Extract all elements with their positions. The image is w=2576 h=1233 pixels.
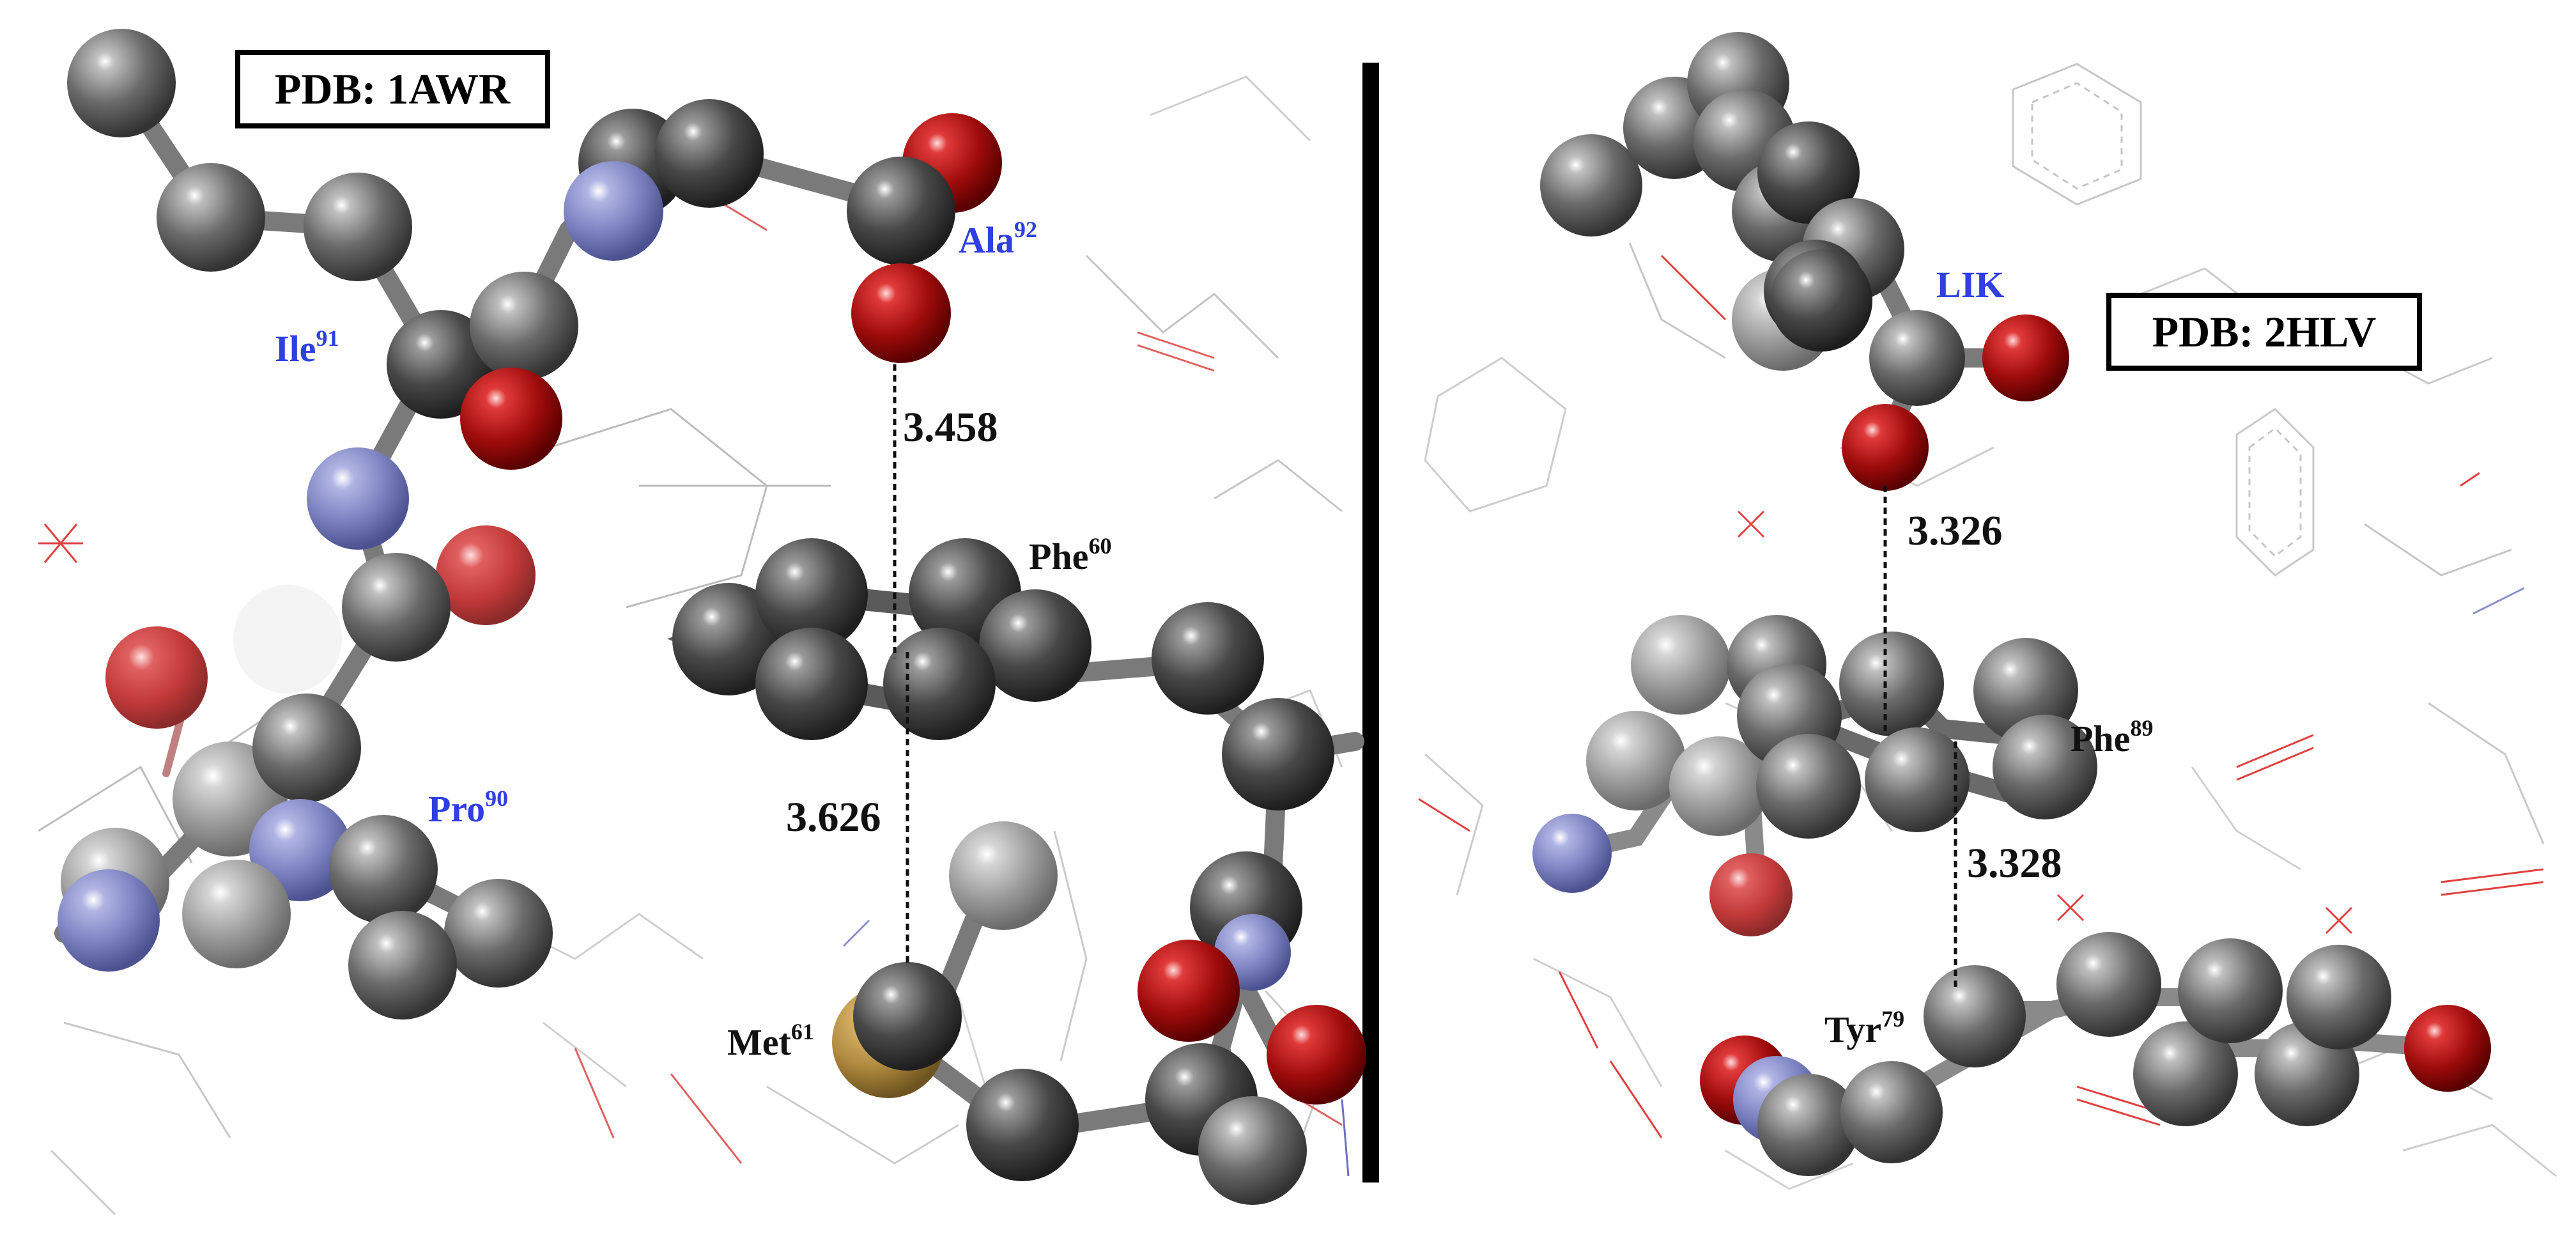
residue-label-met: Met61 (727, 1019, 814, 1063)
residue-label-tyr: Tyr79 (1824, 1006, 1904, 1050)
left-molecule (54, 29, 1366, 1205)
right-molecule (1532, 32, 2491, 1176)
left-distance-lines (893, 364, 909, 965)
left-pdb-label-box: PDB: 1AWR (235, 50, 550, 128)
residue-label-pro: Pro90 (428, 786, 508, 830)
right-pdb-label-box: PDB: 2HLV (2106, 293, 2422, 371)
left-pdb-label: PDB: 1AWR (275, 65, 511, 113)
residue-label-phe-left: Phe60 (1029, 533, 1111, 577)
residue-label-lik: LIK (1936, 264, 2004, 306)
right-distance-1: 3.326 (1908, 508, 2003, 554)
residue-label-ala: Ala92 (959, 217, 1037, 261)
right-pdb-label: PDB: 2HLV (2152, 307, 2377, 356)
panel-divider (1362, 63, 1379, 1183)
left-distance-2: 3.626 (786, 794, 881, 841)
residue-label-ile: Ile91 (275, 325, 339, 369)
residue-label-phe-right: Phe89 (2071, 715, 2153, 759)
right-distance-lines (1883, 486, 1957, 991)
right-distance-2: 3.328 (1967, 840, 2062, 887)
left-distance-1: 3.458 (903, 404, 998, 451)
